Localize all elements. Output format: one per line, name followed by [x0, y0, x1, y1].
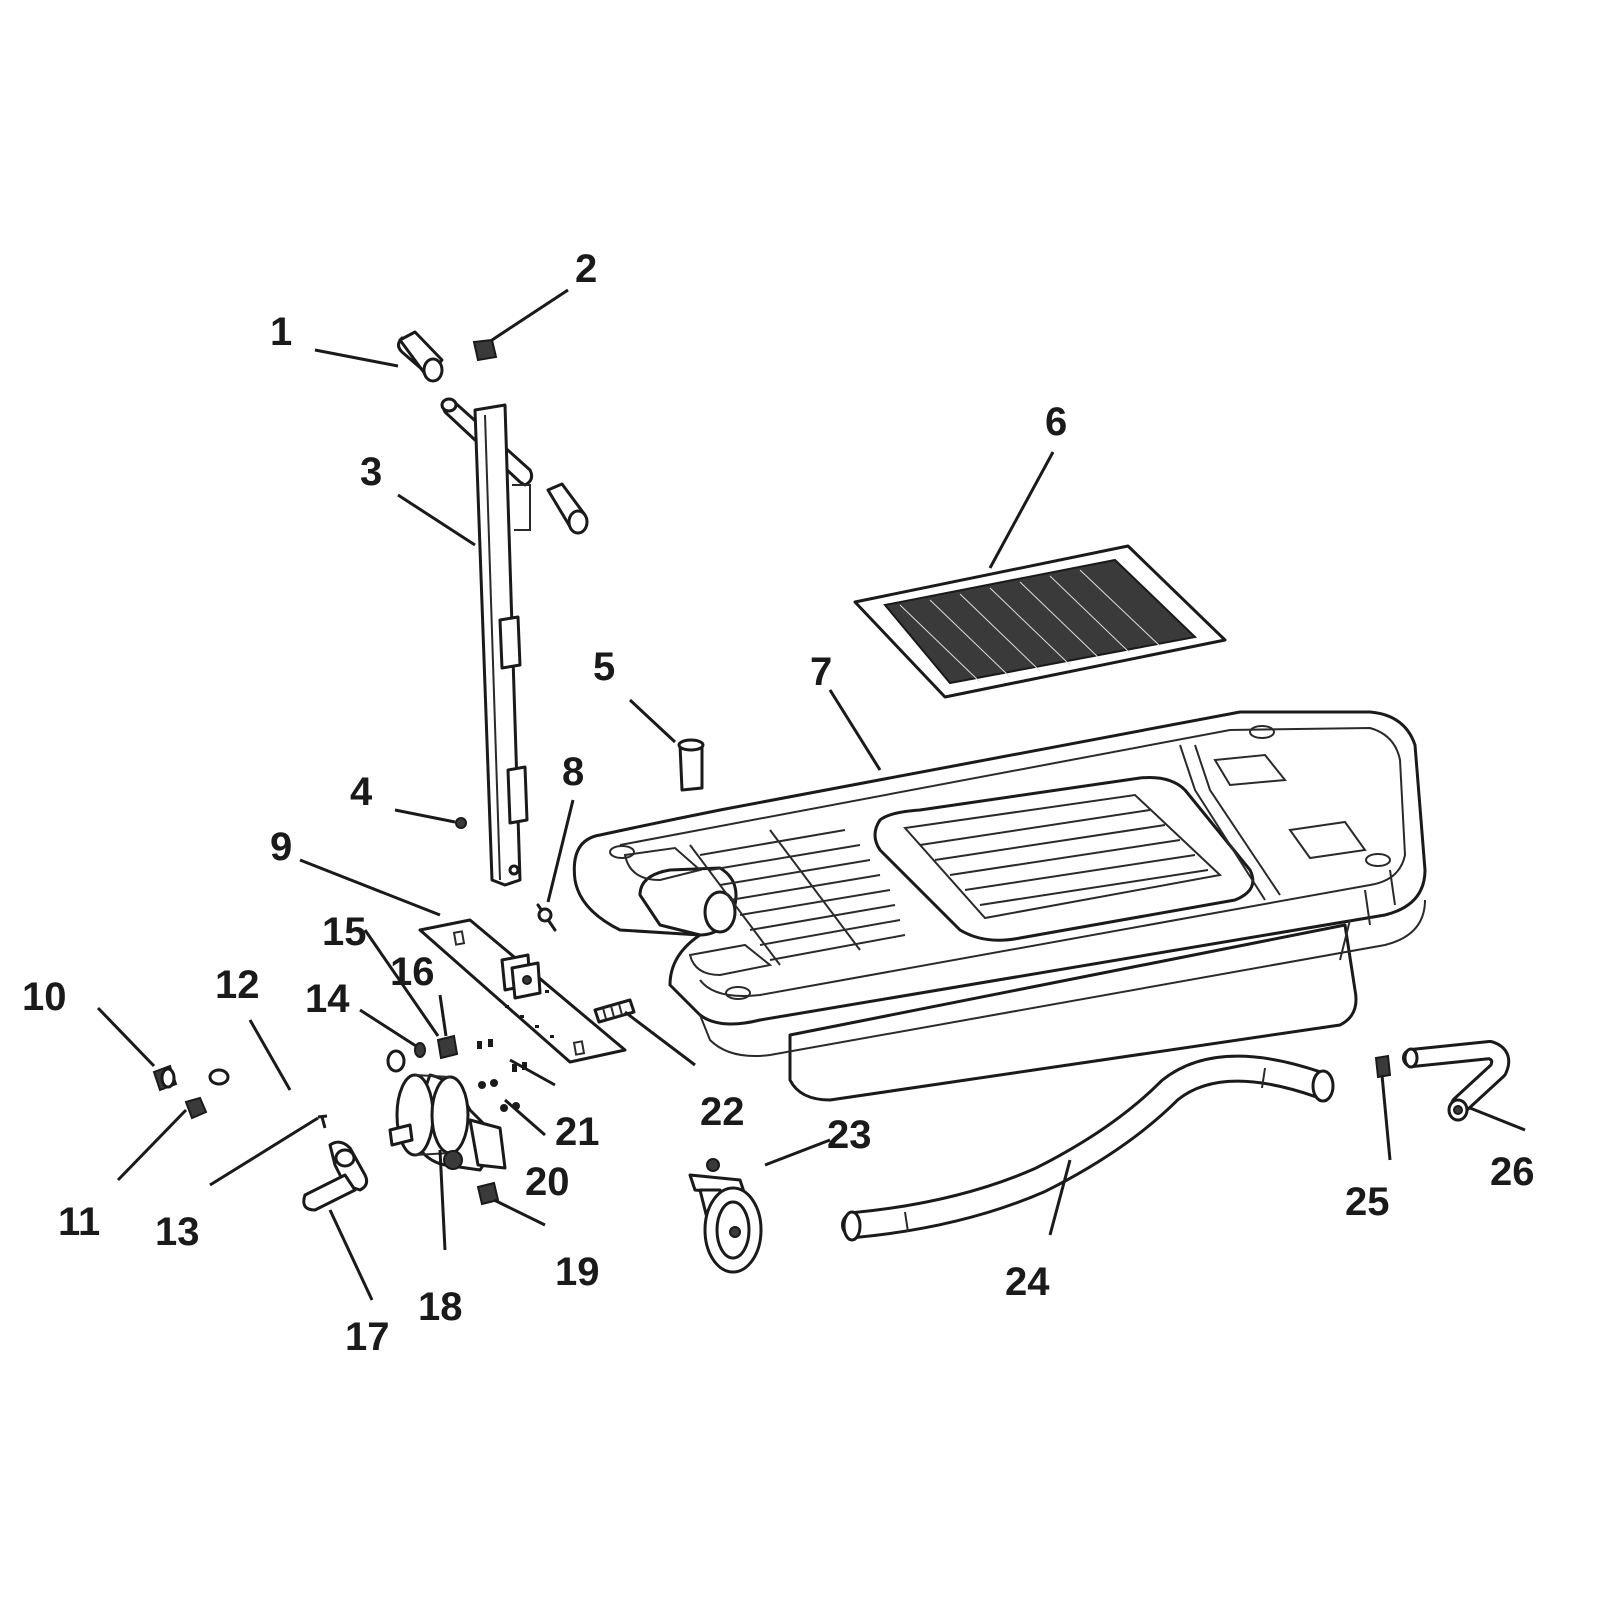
part-19-nut [476, 1181, 500, 1206]
callout-8: 8 [562, 750, 584, 794]
part-5-bushing [677, 738, 705, 792]
callout-3: 3 [360, 450, 382, 494]
callout-11: 11 [58, 1200, 100, 1244]
part-14-washer [414, 1042, 426, 1058]
callout-9: 9 [270, 825, 292, 869]
part-2-end-cap [472, 338, 498, 362]
callout-21: 21 [555, 1110, 600, 1154]
callout-7: 7 [810, 650, 832, 694]
part-1-grip-upper [397, 330, 444, 383]
callout-19: 19 [555, 1250, 600, 1294]
callout-12: 12 [215, 963, 260, 1007]
callout-1: 1 [270, 310, 292, 354]
part-6-screen [853, 544, 1227, 699]
callout-2: 2 [575, 247, 597, 291]
part-16-fitting [436, 1034, 459, 1060]
callout-10: 10 [22, 975, 67, 1019]
part-24-long-hose [841, 1054, 1335, 1242]
callout-5: 5 [593, 645, 615, 689]
callout-18: 18 [418, 1285, 463, 1329]
part-25-fitting [1374, 1054, 1392, 1079]
leader-lines [96, 288, 1526, 1301]
callout-4: 4 [350, 770, 373, 814]
part-26-elbow-hose [1402, 1040, 1511, 1122]
callout-23: 23 [827, 1113, 872, 1157]
callout-13: 13 [155, 1210, 200, 1254]
part-23-caster [688, 1158, 763, 1274]
part-12-hose [208, 1049, 406, 1119]
part-21-screws [477, 1039, 527, 1072]
part-7-drain-pan [572, 710, 1427, 1102]
callout-20: 20 [525, 1160, 570, 1204]
part-8-bolt [536, 903, 557, 932]
part-3-handle [440, 397, 534, 887]
callout-14: 14 [305, 977, 350, 1021]
part-10-fitting [152, 1064, 178, 1092]
part-1-grip-lower [546, 482, 589, 535]
callout-24: 24 [1005, 1260, 1050, 1304]
callout-6: 6 [1045, 400, 1067, 444]
part-18-pump [388, 1073, 507, 1172]
callout-15: 15 [322, 910, 367, 954]
part-17-lever [302, 1140, 369, 1212]
callout-22: 22 [700, 1090, 745, 1134]
callout-25: 25 [1345, 1180, 1390, 1224]
callout-26: 26 [1490, 1150, 1535, 1194]
callout-16: 16 [390, 950, 435, 994]
part-11-nut [184, 1096, 208, 1120]
part-9-mounting-plate [418, 918, 627, 1064]
part-4-nut [455, 817, 467, 829]
callout-labels: 1 2 3 4 5 6 7 8 9 10 11 12 13 14 15 16 1… [22, 247, 1535, 1359]
part-13-pin [317, 1114, 328, 1129]
callout-17: 17 [345, 1315, 390, 1359]
part-22-stud [593, 998, 636, 1024]
